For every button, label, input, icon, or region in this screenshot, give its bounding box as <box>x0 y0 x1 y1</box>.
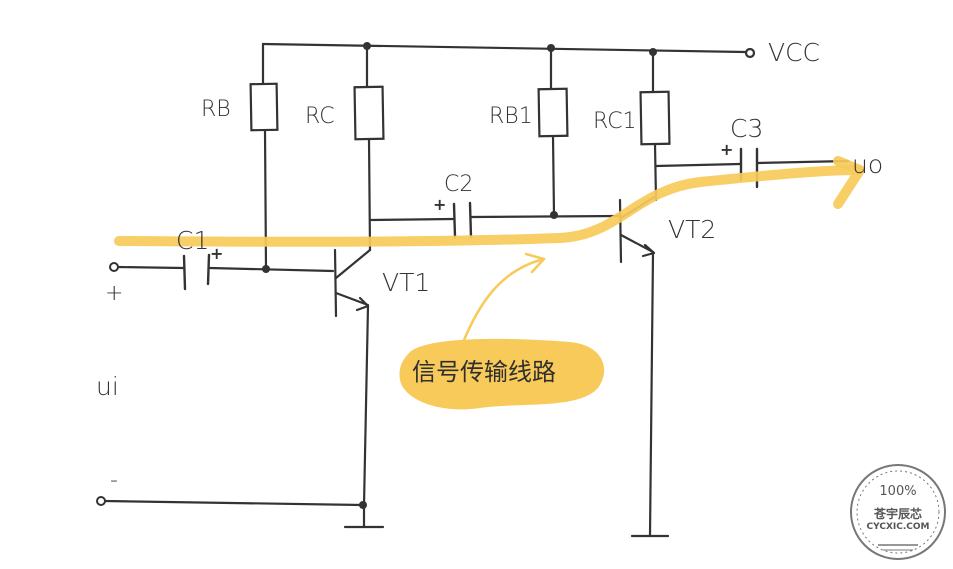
input-minus-terminal <box>96 496 106 506</box>
resistor-rb <box>249 82 279 132</box>
rc-label: RC <box>305 104 335 129</box>
uo-label: uo <box>852 150 884 179</box>
resistor-rb1 <box>537 87 569 138</box>
capacitor-c2-plate-b <box>468 201 473 239</box>
capacitors <box>182 147 759 291</box>
junctions <box>262 42 657 509</box>
vt1-label: VT1 <box>382 268 431 297</box>
vcc-terminal <box>744 47 756 59</box>
input-plus-sign: + <box>105 281 124 306</box>
capacitor-c1-plate-b <box>206 253 211 286</box>
input-minus-sign: - <box>110 468 118 493</box>
annotation-blob <box>399 338 605 410</box>
rb1-label: RB1 <box>489 104 533 129</box>
watermark-site: CYCXIC.COM <box>866 522 930 532</box>
signal-path-arrowhead <box>833 156 865 209</box>
signal-path-highlight <box>114 165 863 247</box>
c1-label: C1 <box>176 226 210 255</box>
signal-path-annotation: 信号传输线路 <box>412 358 556 386</box>
resistor-rc <box>353 85 385 141</box>
resistors <box>249 82 671 146</box>
c3-label: C3 <box>730 114 764 143</box>
resistor-rc1 <box>639 90 671 146</box>
c2-label: C2 <box>444 172 474 197</box>
rc1-label: RC1 <box>593 109 637 134</box>
annotation-arrow <box>460 257 546 347</box>
watermark-percent: 100% <box>879 484 917 499</box>
ui-label: ui <box>96 372 119 401</box>
vt2-label: VT2 <box>668 215 717 244</box>
capacitor-c1-plate-a <box>182 254 187 291</box>
annotation-arrowhead <box>524 252 546 274</box>
circuit-wires <box>102 42 850 538</box>
watermark-stamp <box>850 464 946 560</box>
c3-plus-sign: + <box>720 140 734 159</box>
c1-plus-sign: + <box>210 244 224 263</box>
input-plus-terminal <box>109 262 119 272</box>
capacitor-c2-plate-a <box>452 202 457 239</box>
rb-label: RB <box>201 97 231 122</box>
vcc-label: VCC <box>768 38 821 67</box>
c2-plus-sign: + <box>433 195 447 214</box>
watermark-name: 苍宇辰芯 <box>873 507 922 521</box>
